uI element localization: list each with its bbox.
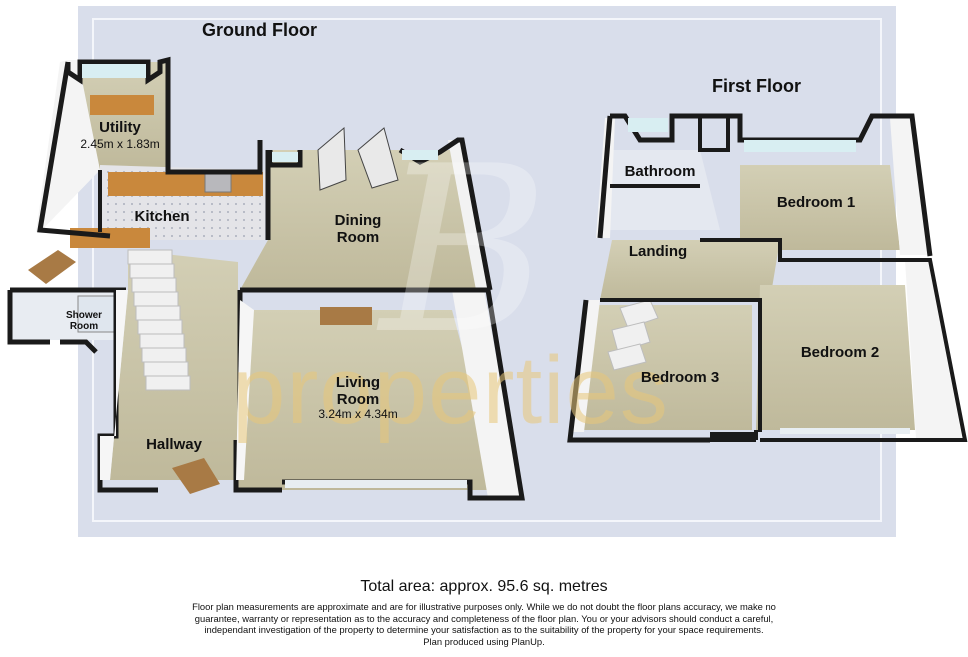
room-label-bedroom2: Bedroom 2 bbox=[800, 344, 880, 361]
ground-floor-windows bbox=[82, 64, 467, 488]
shower-tray bbox=[77, 295, 119, 333]
room-label-landing: Landing bbox=[628, 243, 688, 260]
first-floor-windows bbox=[628, 118, 910, 442]
hallway-wall-left bbox=[100, 290, 128, 480]
room-label-hallway: Hallway bbox=[146, 436, 202, 453]
first-floor-stairs bbox=[607, 299, 659, 371]
fireplace bbox=[320, 307, 372, 325]
room-label-dining: Dining Room bbox=[334, 212, 382, 246]
disclaimer-line: independant investigation of the propert… bbox=[204, 624, 764, 636]
room-dims-living: 3.24m x 4.34m bbox=[318, 407, 398, 421]
landing-floor bbox=[600, 240, 780, 300]
dining-wall-right bbox=[448, 140, 488, 290]
disclaimer-line: guarantee, warranty or representation as… bbox=[194, 612, 774, 624]
room-label-shower: Shower Room bbox=[65, 310, 103, 332]
kitchen-sink bbox=[204, 173, 232, 193]
ground-stairs bbox=[127, 249, 191, 391]
room-dims-utility: 2.45m x 1.83m bbox=[80, 137, 160, 151]
bedroom1-wall-right bbox=[890, 118, 930, 255]
room-label-bathroom: Bathroom bbox=[624, 163, 696, 180]
front-door bbox=[172, 458, 220, 494]
ground-floor-title: Ground Floor bbox=[202, 20, 317, 40]
kitchen-worktop bbox=[108, 172, 263, 196]
room-label-bedroom3: Bedroom 3 bbox=[640, 369, 720, 386]
room-label-kitchen: Kitchen bbox=[134, 208, 190, 225]
total-area: Total area: approx. 95.6 sq. metres bbox=[360, 578, 608, 595]
first-floor-title: First Floor bbox=[712, 76, 801, 96]
ground-floor-plan bbox=[7, 56, 525, 501]
room-label-utility: Utility bbox=[99, 119, 141, 136]
room-label-bedroom1: Bedroom 1 bbox=[776, 194, 856, 211]
bathroom-floor bbox=[610, 150, 720, 230]
disclaimer-line: Plan produced using PlanUp. bbox=[423, 635, 545, 647]
living-floor bbox=[238, 310, 500, 490]
bedroom3-wall-left bbox=[570, 300, 600, 432]
living-wall-left bbox=[236, 300, 254, 480]
kitchen-counter-lower bbox=[70, 228, 150, 248]
first-floor-plan bbox=[567, 113, 968, 443]
utility-worktop bbox=[90, 95, 154, 115]
disclaimer: Floor plan measurements are approximate … bbox=[130, 601, 838, 647]
room-label-living: Living Room bbox=[335, 374, 381, 408]
utility-wall-left bbox=[36, 60, 100, 232]
french-door-left bbox=[317, 126, 347, 191]
bedroom1-floor bbox=[740, 165, 900, 250]
watermark-text: properties bbox=[232, 337, 669, 444]
rear-door bbox=[28, 250, 76, 284]
bedroom2-wall-right bbox=[905, 260, 962, 438]
watermark-logo: B bbox=[376, 118, 549, 385]
dining-floor bbox=[240, 150, 485, 290]
french-door-right bbox=[357, 127, 399, 189]
plan-frame bbox=[92, 18, 882, 522]
living-wall-right bbox=[452, 290, 522, 498]
bedroom2-floor bbox=[756, 285, 915, 430]
disclaimer-line: Floor plan measurements are approximate … bbox=[192, 601, 776, 612]
